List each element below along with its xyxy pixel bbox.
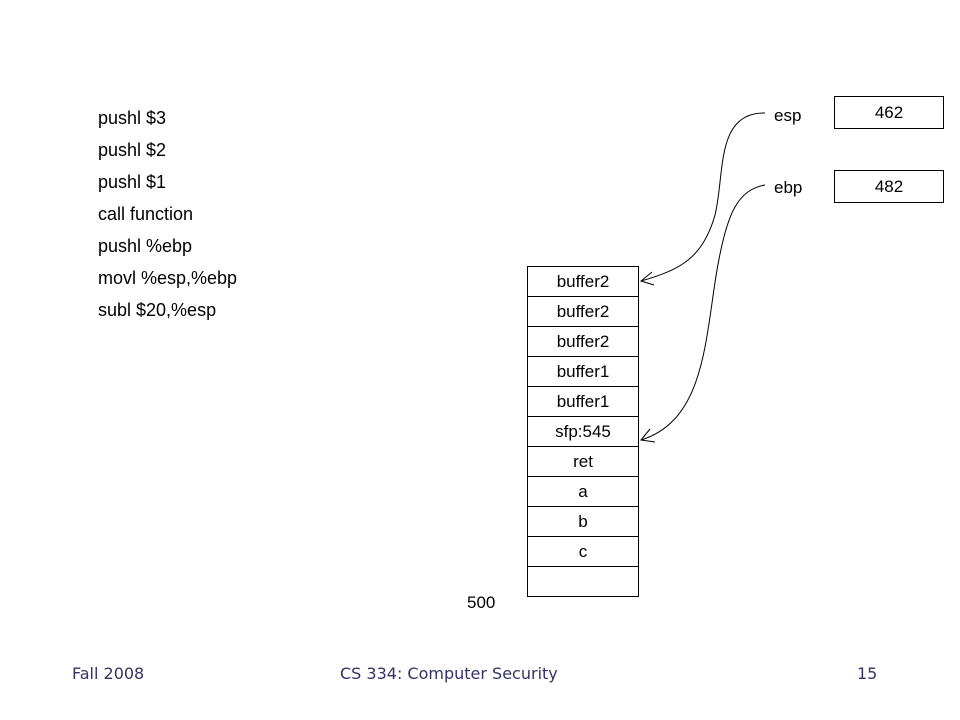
code-line: movl %esp,%ebp xyxy=(98,268,238,288)
stack-cell-base xyxy=(527,566,639,597)
esp-pointer-arrow xyxy=(640,112,766,282)
assembly-code: pushl $3 pushl $2 pushl $1 call function… xyxy=(98,102,237,326)
stack-cell: buffer2 xyxy=(527,266,639,297)
stack-cell: c xyxy=(527,536,639,567)
code-line: pushl $2 xyxy=(98,140,167,160)
stack-cell: buffer1 xyxy=(527,356,639,387)
stack-cell: buffer2 xyxy=(527,296,639,327)
stack-base-address: 500 xyxy=(467,593,496,612)
stack-cell: b xyxy=(527,506,639,537)
esp-value-box: 462 xyxy=(834,96,944,129)
code-line: pushl %ebp xyxy=(98,236,193,256)
code-line: pushl $1 xyxy=(98,172,167,192)
stack-diagram: buffer2 buffer2 buffer2 buffer1 buffer1 … xyxy=(527,266,639,597)
ebp-pointer-arrow xyxy=(640,184,766,441)
ebp-value-box: 482 xyxy=(834,170,944,203)
stack-cell: sfp:545 xyxy=(527,416,639,447)
code-line: pushl $3 xyxy=(98,108,167,128)
footer-page-number: 15 xyxy=(857,664,878,683)
ebp-arrowhead xyxy=(640,428,656,443)
esp-arrowhead xyxy=(639,271,655,286)
stack-cell: buffer2 xyxy=(527,326,639,357)
code-line: subl $20,%esp xyxy=(98,300,217,320)
esp-label: esp xyxy=(774,106,802,125)
ebp-label: ebp xyxy=(774,178,803,197)
code-line: call function xyxy=(98,204,194,224)
footer-course: CS 334: Computer Security xyxy=(340,664,558,683)
footer-date: Fall 2008 xyxy=(72,664,145,683)
stack-cell: buffer1 xyxy=(527,386,639,417)
